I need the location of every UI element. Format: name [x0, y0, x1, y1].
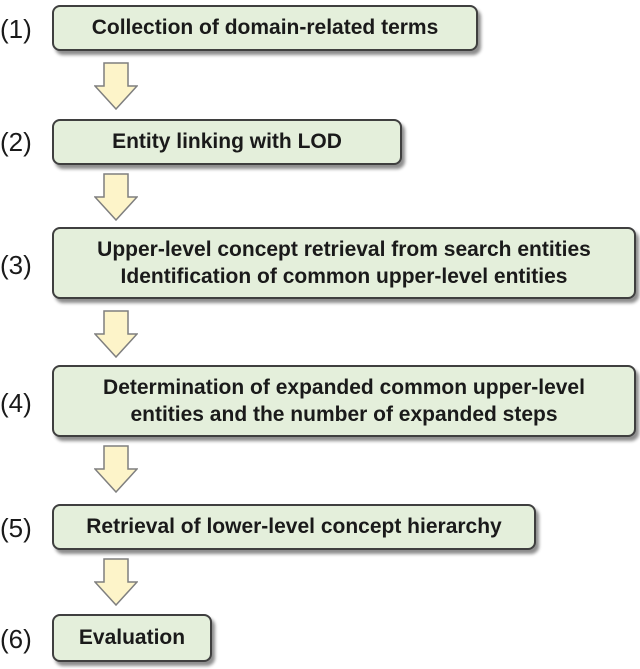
step-3-text-line-1: Upper-level concept retrieval from searc… [97, 237, 591, 261]
step-4-text-line-1: Determination of expanded common upper-l… [103, 375, 585, 399]
step-number-4: (4) [0, 388, 32, 418]
step-number-2: (2) [0, 127, 32, 157]
step-5-text: Retrieval of lower-level concept hierarc… [86, 515, 502, 539]
step-number-3: (3) [0, 250, 32, 280]
step-number-5: (5) [0, 513, 32, 543]
step-box-upper-level-retrieval: Upper-level concept retrieval from searc… [52, 227, 636, 299]
step-6-text: Evaluation [78, 626, 186, 650]
step-1-text: Collection of domain-related terms [91, 16, 439, 40]
step-box-lower-level-hierarchy: Retrieval of lower-level concept hierarc… [52, 504, 536, 550]
down-arrow-icon [94, 62, 138, 110]
step-box-entity-linking: Entity linking with LOD [52, 119, 402, 165]
down-arrow-icon [94, 445, 138, 493]
step-4-text-line-2: entities and the number of expanded step… [130, 403, 558, 426]
step-box-collection-of-terms: Collection of domain-related terms [52, 5, 478, 51]
step-number-1: (1) [0, 14, 32, 44]
step-box-expanded-entities: Determination of expanded common upper-l… [52, 365, 636, 437]
step-number-6: (6) [0, 624, 32, 654]
step-3-text-line-2: Identification of common upper-level ent… [120, 265, 568, 288]
down-arrow-icon [94, 558, 138, 606]
step-box-evaluation: Evaluation [52, 614, 212, 662]
step-2-text: Entity linking with LOD [112, 130, 342, 154]
down-arrow-icon [94, 173, 138, 221]
down-arrow-icon [94, 310, 138, 358]
